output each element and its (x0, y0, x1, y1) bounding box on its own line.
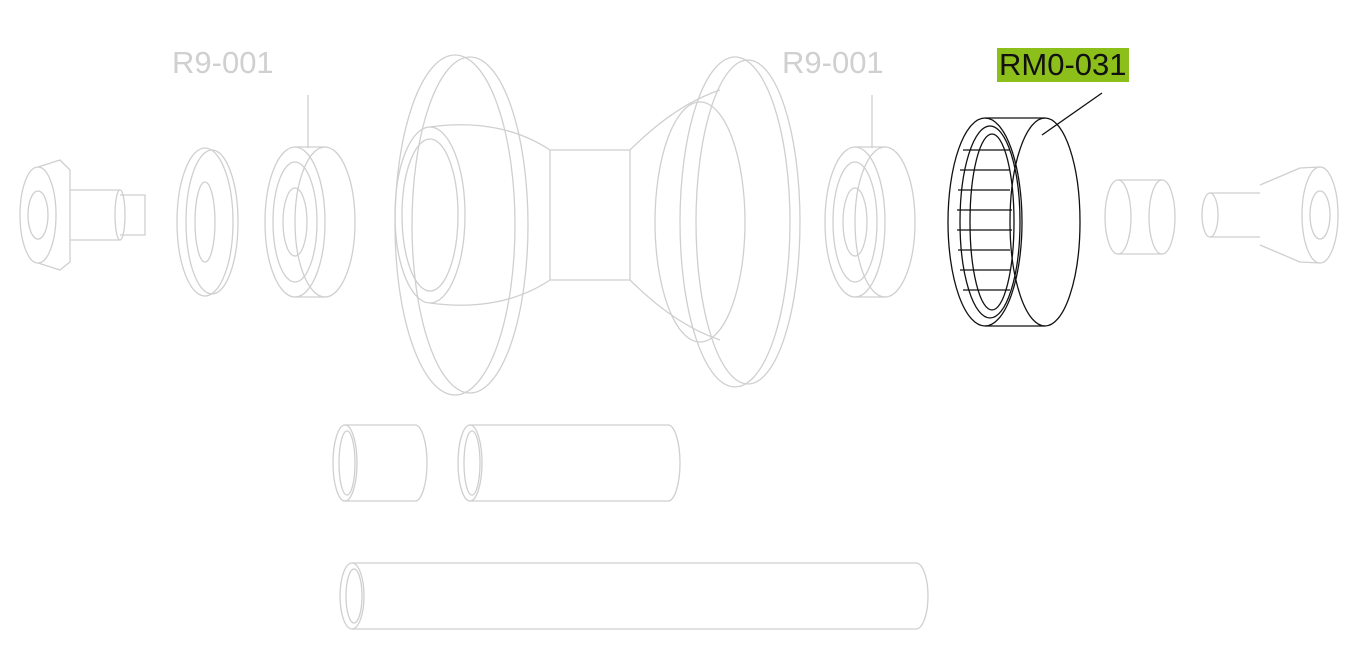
medium-tube (457, 424, 681, 502)
left-end-cap (19, 159, 146, 271)
hub-body (394, 54, 801, 396)
right-end-cap (1201, 166, 1339, 264)
splined-ring-rm0-031[interactable] (947, 92, 1103, 327)
spacer (1104, 179, 1176, 255)
left-bearing (264, 95, 356, 298)
long-tube (339, 562, 929, 630)
washer (176, 147, 239, 297)
label-splined-ring[interactable]: RM0-031 (997, 47, 1129, 82)
label-right-bearing[interactable]: R9-001 (782, 45, 884, 80)
right-bearing (824, 95, 916, 298)
short-tube (332, 424, 428, 502)
label-left-bearing[interactable]: R9-001 (172, 45, 274, 80)
